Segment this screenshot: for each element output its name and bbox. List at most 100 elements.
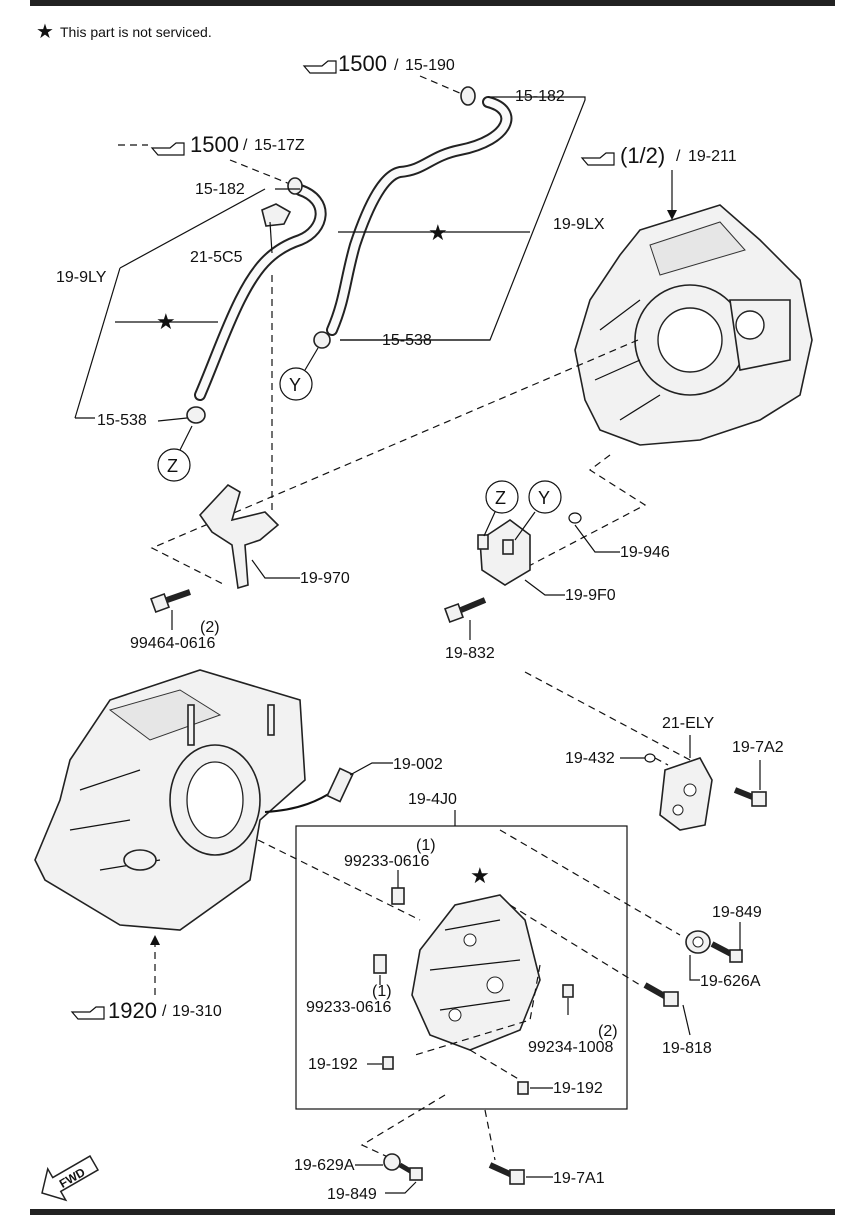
ref-number: 15-190 xyxy=(405,57,455,74)
oil-cooler-19-9f0 xyxy=(477,512,582,586)
solenoid-21-ely xyxy=(659,757,713,831)
reference-1500-15-190[interactable]: 1500 / 15-190 xyxy=(302,51,455,76)
pointing-hand-icon xyxy=(302,60,337,74)
ref-group: 1500 xyxy=(190,132,239,157)
svg-text:Y: Y xyxy=(538,488,550,508)
svg-text:Y: Y xyxy=(289,375,301,395)
callout-19-849: 19-849 xyxy=(712,904,762,921)
hose-19-9ly xyxy=(186,177,327,424)
ref-number: 19-211 xyxy=(688,148,737,165)
transaxle-case-main xyxy=(34,669,306,931)
o-ring-19-946 xyxy=(568,512,582,524)
bolt-99464-0616 xyxy=(150,589,191,613)
bolt-19-7a2 xyxy=(733,787,767,807)
dowel-pin xyxy=(391,887,405,905)
leader xyxy=(340,96,586,341)
transaxle-case-housing xyxy=(574,204,813,446)
callout-99233-0616: 99233-0616 xyxy=(306,999,392,1016)
callout-qty: (2) xyxy=(598,1023,618,1040)
hose-clamp xyxy=(460,86,476,106)
callout-99233-0616: 99233-0616 xyxy=(344,853,430,870)
pointing-hand-icon xyxy=(70,1006,105,1020)
assembly-box-19-4j0 xyxy=(295,825,628,1110)
star-icon: ★ xyxy=(156,309,176,334)
svg-text:Z: Z xyxy=(167,456,178,476)
fwd-arrow-icon: FWD xyxy=(41,1155,100,1202)
seal-19-629a xyxy=(383,1153,401,1171)
hose-clamp xyxy=(186,406,206,424)
top-border xyxy=(30,0,835,6)
callout-19-629a: 19-629A xyxy=(294,1157,355,1174)
callout-19-7a1: 19-7A1 xyxy=(553,1170,605,1187)
hose-clamp xyxy=(313,331,331,349)
ref-group: 1920 xyxy=(108,998,157,1023)
leader xyxy=(229,159,291,185)
leader xyxy=(524,454,647,569)
pointing-hand-icon xyxy=(150,142,185,156)
callout-99464-0616: 99464-0616 xyxy=(130,635,216,652)
service-note: ★ This part is not serviced. xyxy=(36,21,212,43)
callout-19-849: 19-849 xyxy=(327,1186,377,1203)
bolt-19-849-bottom xyxy=(398,1162,423,1181)
ref-number: 19-310 xyxy=(172,1003,222,1020)
callout-19-626a: 19-626A xyxy=(700,973,761,990)
ref-separator: / xyxy=(243,137,248,154)
plug-19-192 xyxy=(382,1056,394,1070)
o-ring-19-432 xyxy=(644,753,656,763)
callout-19-002: 19-002 xyxy=(393,756,443,773)
callout-19-432: 19-432 xyxy=(565,750,615,767)
ref-separator: / xyxy=(162,1003,167,1020)
callout-99234-1008: 99234-1008 xyxy=(528,1039,614,1056)
bolt-19-832 xyxy=(444,597,487,623)
sensor-19-002 xyxy=(264,767,354,813)
ref-separator: / xyxy=(676,148,681,165)
callout-qty: (1) xyxy=(416,837,436,854)
star-icon: ★ xyxy=(470,863,490,888)
bracket-19-970 xyxy=(198,483,280,590)
callout-qty: (2) xyxy=(200,619,220,636)
callout-19-4j0: 19-4J0 xyxy=(408,791,457,808)
star-icon: ★ xyxy=(428,220,448,245)
hose-clip-21-5c5 xyxy=(261,203,292,227)
bottom-border xyxy=(30,1209,835,1215)
callout-19-946: 19-946 xyxy=(620,544,670,561)
pointing-hand-icon xyxy=(580,152,615,166)
callout-19-9f0: 19-9F0 xyxy=(565,587,616,604)
callout-21-ely: 21-ELY xyxy=(662,715,715,732)
callout-19-9ly: 19-9LY xyxy=(56,269,107,286)
leader xyxy=(269,221,273,254)
leader xyxy=(157,417,188,422)
reference-12-19-211[interactable]: (1/2) / 19-211 xyxy=(580,143,737,168)
ref-group: 1500 xyxy=(338,51,387,76)
callout-15-182: 15-182 xyxy=(195,181,245,198)
callout-15-182: 15-182 xyxy=(515,88,565,105)
marker-z: Z xyxy=(157,448,191,482)
callout-15-538: 15-538 xyxy=(97,412,147,429)
leader xyxy=(74,267,121,419)
bolt-19-818 xyxy=(643,982,679,1007)
ref-group: (1/2) xyxy=(620,143,665,168)
reference-1500-15-17z[interactable]: 1500 / 15-17Z xyxy=(150,132,305,157)
marker-z-cooler: Z xyxy=(485,480,519,514)
callout-19-192: 19-192 xyxy=(553,1080,603,1097)
svg-text:Z: Z xyxy=(495,488,506,508)
note-star-icon: ★ xyxy=(36,21,54,43)
callout-19-818: 19-818 xyxy=(662,1040,712,1057)
dowel-pin xyxy=(373,954,387,974)
washer-19-626a xyxy=(685,930,711,954)
reference-1920-19-310[interactable]: 1920 / 19-310 xyxy=(70,998,222,1023)
callout-19-9lx: 19-9LX xyxy=(553,216,605,233)
marker-y-cooler: Y xyxy=(528,480,562,514)
leader xyxy=(419,75,463,95)
marker-y: Y xyxy=(279,367,313,401)
callout-19-192: 19-192 xyxy=(308,1056,358,1073)
valve-body-19-4j0 xyxy=(411,894,541,1051)
bolt-19-7a1 xyxy=(488,1162,525,1185)
callout-qty: (1) xyxy=(372,983,392,1000)
callout-19-832: 19-832 xyxy=(445,645,495,662)
leader xyxy=(150,339,639,586)
callout-19-970: 19-970 xyxy=(300,570,350,587)
callout-15-538: 15-538 xyxy=(382,332,432,349)
plug-19-192 xyxy=(517,1081,529,1095)
